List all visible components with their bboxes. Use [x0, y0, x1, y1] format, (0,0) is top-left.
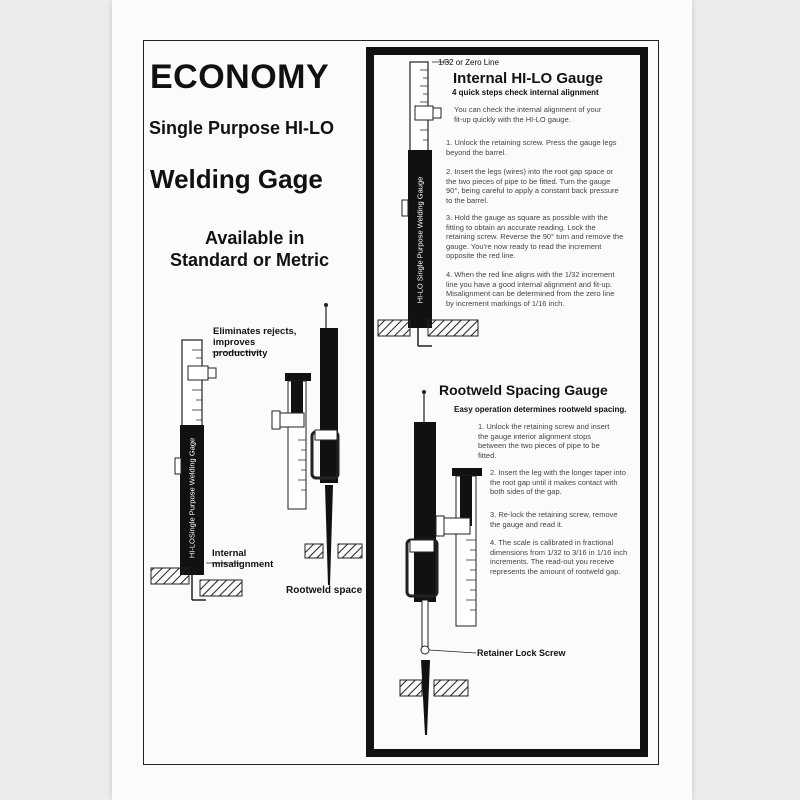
product-name: Welding Gage: [150, 164, 323, 194]
internal-step-1: 1. Unlock the retaining screw. Press the…: [446, 138, 617, 157]
instruction-sheet: [112, 0, 692, 800]
title-economy: ECONOMY: [150, 58, 330, 96]
internal-step-3: 3. Hold the gauge as square as possible …: [446, 213, 624, 261]
availability-line-1: Available in: [205, 228, 305, 248]
rootweld-space-label: Rootweld space: [286, 585, 363, 596]
rootweld-gauge-drawing: [399, 390, 482, 735]
internal-gauge-subheading: 4 quick steps check internal alignment: [452, 88, 599, 97]
rootweld-step-1: 1. Unlock the retaining screw and insert…: [478, 422, 610, 460]
rootweld-step-2: 2. Insert the leg with the longer taper …: [490, 468, 626, 497]
rootweld-step-3: 3. Re-lock the retaining screw, remove t…: [490, 510, 618, 529]
internal-gauge-drawing: [377, 61, 479, 347]
internal-gauge-label: HI-LO Single Purpose Welding Gauge: [415, 176, 425, 304]
internal-step-2: 2. Insert the legs (wires) into the root…: [446, 167, 619, 205]
rootweld-step-4: 4. The scale is calibrated in fractional…: [490, 538, 628, 576]
instructions-panel-border: [366, 47, 648, 757]
rootweld-gauge-heading: Rootweld Spacing Gauge: [439, 382, 608, 398]
sheet-border: [143, 40, 659, 765]
left-gauge-label: HI-LOSingle Purpose Welding Gage: [187, 437, 197, 559]
retainer-lock-screw-label: Retainer Lock Screw: [477, 648, 566, 658]
left-rootweld-gauge-drawing: [271, 303, 363, 585]
internal-gauge-heading: Internal HI-LO Gauge: [453, 70, 604, 87]
internal-step-4: 4. When the red line aligns with the 1/3…: [446, 270, 615, 308]
subtitle-single-purpose: Single Purpose HI-LO: [149, 118, 335, 138]
zero-line-label: 1/32 or Zero Line: [438, 58, 499, 67]
callout-internal-misalignment: Internal misalignment: [212, 548, 274, 570]
availability-line-2: Standard or Metric: [170, 250, 330, 270]
rootweld-gauge-subheading: Easy operation determines rootweld spaci…: [454, 405, 627, 414]
callout-eliminates-rejects: Eliminates rejects, improves productivit…: [213, 326, 297, 359]
left-hilo-gauge-drawing: [150, 339, 260, 601]
internal-intro: You can check the internal alignment of …: [454, 105, 602, 124]
